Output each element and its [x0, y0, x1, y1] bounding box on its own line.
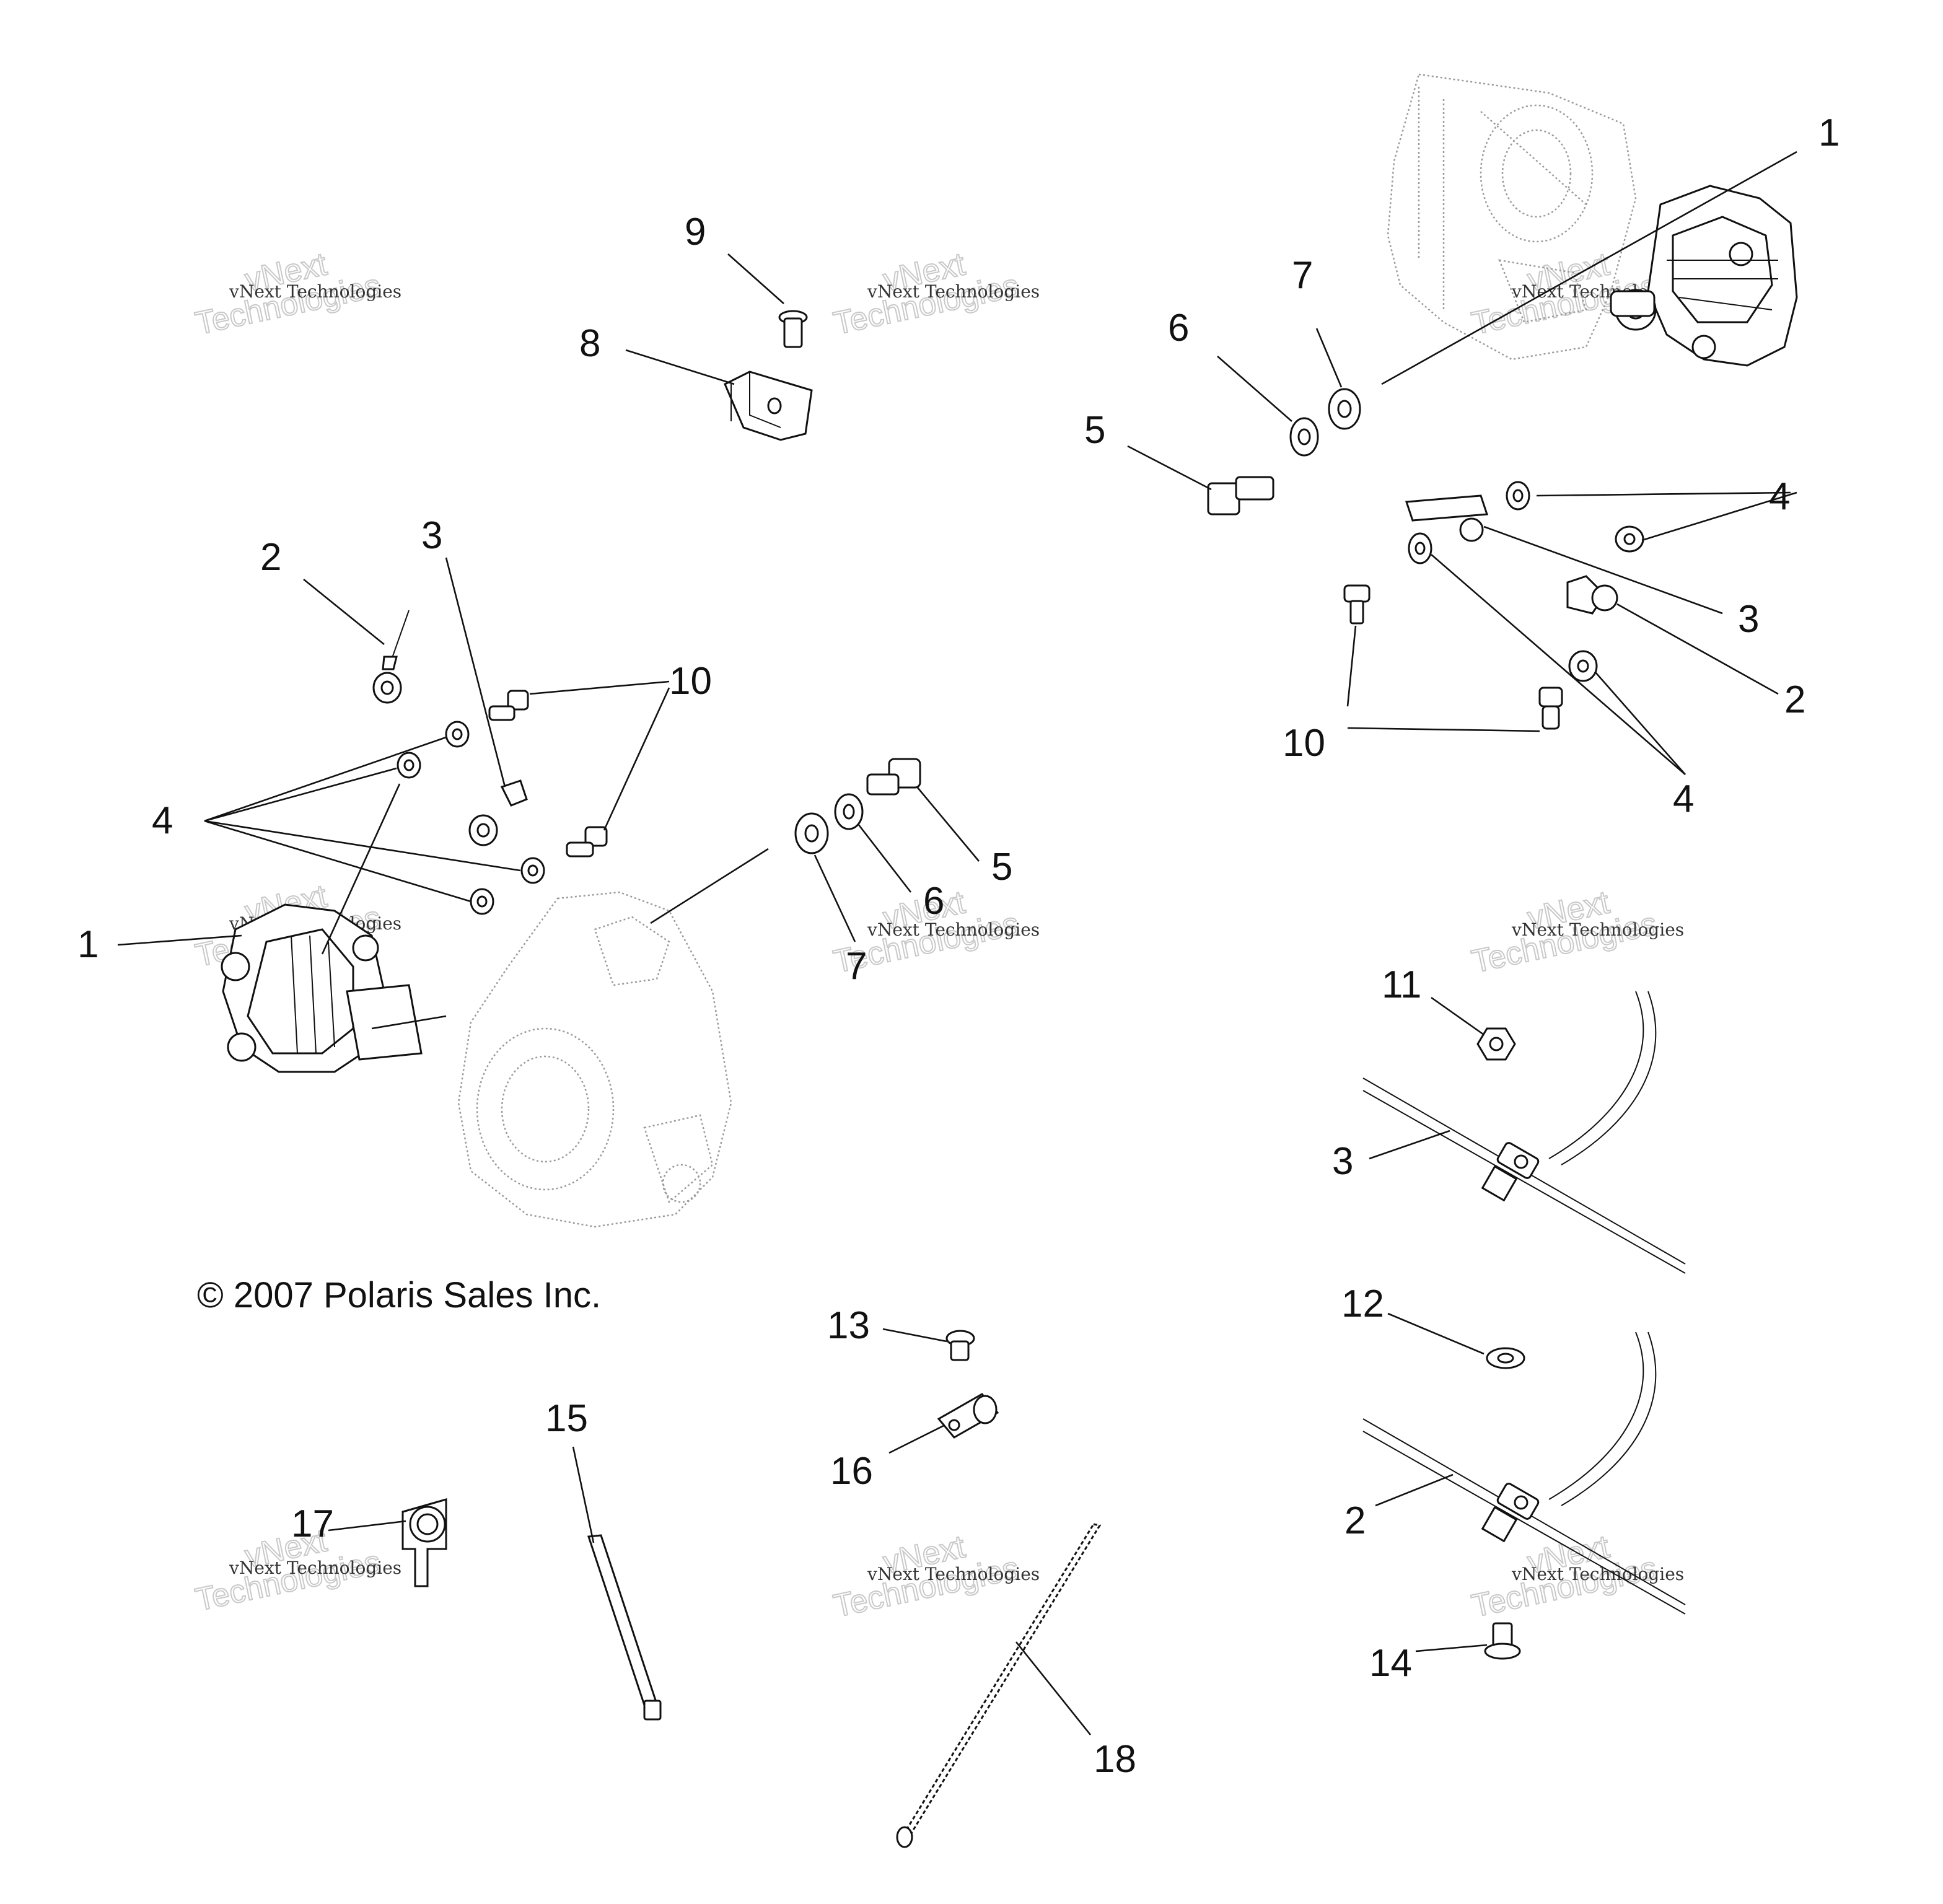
brake-line-icon-3-left [468, 779, 528, 846]
svg-text:vNext Technologies: vNext Technologies [1511, 919, 1684, 940]
washer-icon-4-left-b [397, 752, 421, 779]
callout-17: 17 [291, 1503, 334, 1545]
washer-icon-6-top [1289, 417, 1319, 457]
callout-3-left: 3 [421, 514, 442, 557]
washer-icon-4-tr-c [1408, 532, 1432, 564]
callout-2-left: 2 [260, 536, 281, 579]
callout-2-br: 2 [1344, 1499, 1366, 1542]
callout-6-mid: 6 [923, 880, 944, 923]
clip-icon-17 [401, 1498, 447, 1587]
watermark-1: Technologies vNext vNext Technologies [191, 245, 401, 342]
washer-icon-7-mid [794, 812, 829, 854]
callout-9: 9 [685, 211, 706, 253]
callout-16: 16 [830, 1450, 873, 1493]
brake-caliper-icon-top [1610, 185, 1798, 367]
cable-icon-18 [896, 1523, 1102, 1848]
callout-4-tr-bottom: 4 [1673, 778, 1694, 820]
washer-icon-4-tr-a [1506, 481, 1530, 511]
brake-line-icon-2-left [372, 610, 410, 704]
screw-icon-14 [1484, 1622, 1521, 1660]
watermark-6: Technologies vNext vNext Technologies [1468, 884, 1684, 980]
washer-icon-4-left-d [470, 888, 494, 915]
bolt-icon-5-top [1207, 476, 1274, 515]
washer-icon-12 [1486, 1347, 1525, 1369]
callout-7-top: 7 [1292, 254, 1313, 297]
callout-15: 15 [545, 1397, 588, 1440]
nut-icon-11 [1476, 1027, 1516, 1061]
callout-3-br: 3 [1332, 1140, 1353, 1183]
washer-icon-4-tr-b [1615, 525, 1644, 553]
bolt-icon-10-left-b [566, 826, 608, 858]
callout-5-top: 5 [1084, 409, 1105, 452]
callout-2-tr: 2 [1784, 678, 1805, 721]
clamp-icon-16 [937, 1393, 999, 1439]
callout-6-top: 6 [1168, 307, 1189, 349]
copyright-text: © 2007 Polaris Sales Inc. [197, 1275, 601, 1315]
wheel-hub-icon-left [457, 891, 732, 1228]
brake-line-icon-tr [1405, 494, 1489, 542]
clip-icon-8 [724, 371, 813, 441]
cable-clamp-icon-3 [1362, 991, 1686, 1274]
leader-lines [117, 151, 1797, 1735]
callout-14: 14 [1369, 1642, 1412, 1685]
washer-icon-7-top [1328, 388, 1361, 430]
callout-5-mid: 5 [991, 846, 1012, 888]
callout-1-left: 1 [77, 923, 99, 966]
washer-icon-4-tr-d [1568, 650, 1598, 682]
callout-13: 13 [827, 1304, 870, 1347]
cable-tie-icon-15 [587, 1534, 662, 1721]
brake-caliper-icon-left [221, 903, 423, 1073]
svg-text:vNext Technologies: vNext Technologies [1511, 1564, 1684, 1584]
svg-text:vNext Technologies: vNext Technologies [867, 919, 1040, 940]
svg-text:vNext Technologies: vNext Technologies [229, 281, 401, 302]
svg-text:vNext Technologies: vNext Technologies [867, 281, 1040, 302]
callout-10-left: 10 [669, 660, 712, 703]
callout-18: 18 [1094, 1738, 1136, 1781]
washer-icon-4-left-a [445, 721, 470, 748]
bolt-icon-10-tr-b [1538, 687, 1563, 730]
callout-8: 8 [579, 322, 600, 365]
callout-11: 11 [1382, 963, 1421, 1006]
screw-icon-9 [778, 310, 808, 348]
bolt-icon-10-tr-a [1343, 584, 1371, 625]
callout-1-top: 1 [1818, 112, 1840, 154]
bolt-icon-10-left-a [488, 690, 529, 721]
banjo-icon-2-tr [1566, 575, 1618, 615]
callout-4-left: 4 [152, 799, 173, 842]
callout-12: 12 [1341, 1283, 1384, 1325]
wheel-hub-icon-top [1387, 73, 1637, 361]
svg-text:vNext Technologies: vNext Technologies [229, 1558, 401, 1578]
screw-icon-13 [945, 1330, 975, 1361]
callout-7-mid: 7 [846, 945, 867, 988]
svg-text:vNext Technologies: vNext Technologies [867, 1564, 1040, 1584]
cable-clamp-icon-2 [1362, 1331, 1686, 1615]
washer-icon-4-left-c [520, 857, 545, 884]
watermark-8: Technologies vNext vNext Technologies [830, 1528, 1040, 1625]
washer-icon-6-mid [834, 793, 864, 830]
watermark-9: Technologies vNext vNext Technologies [1468, 1528, 1684, 1625]
watermark-2: Technologies vNext vNext Technologies [830, 245, 1040, 342]
callout-10-tr: 10 [1283, 722, 1325, 765]
bolt-icon-5-mid [866, 758, 921, 796]
callout-4-tr-top: 4 [1769, 475, 1790, 518]
callout-3-tr: 3 [1738, 598, 1759, 641]
